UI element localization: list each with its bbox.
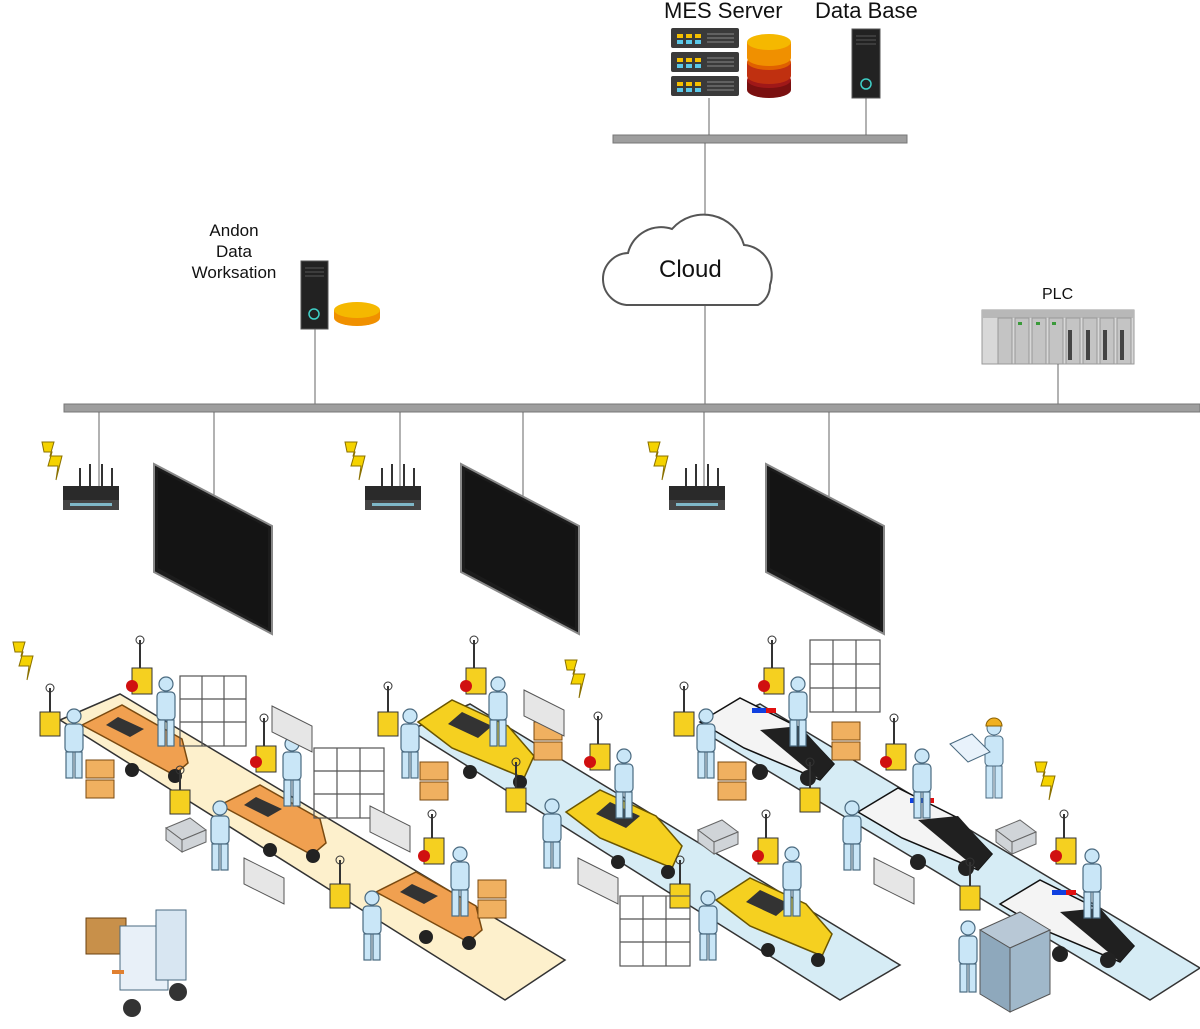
lightning-icon bbox=[41, 441, 63, 481]
andon-label-line-3: Worksation bbox=[191, 263, 277, 282]
andon-call-box-icon bbox=[880, 713, 907, 771]
parts-box-icon bbox=[717, 761, 747, 781]
wire-rack-icon bbox=[179, 675, 247, 747]
parts-carts bbox=[85, 721, 861, 919]
worker-icon bbox=[1082, 848, 1102, 919]
andon-call-box-icon bbox=[39, 683, 61, 737]
workbenches bbox=[243, 689, 915, 905]
supervisor-icon bbox=[949, 717, 1004, 799]
wireless-router-icon bbox=[63, 464, 119, 510]
worker-icon bbox=[542, 798, 562, 869]
database-server-icon bbox=[851, 28, 881, 99]
workers bbox=[64, 676, 1102, 993]
police-car bbox=[856, 787, 994, 876]
orange-car bbox=[218, 784, 327, 863]
worker-icon bbox=[958, 920, 978, 993]
worker-icon bbox=[362, 890, 382, 961]
andon-call-boxes bbox=[39, 635, 1077, 911]
forklift-icon bbox=[85, 909, 187, 1017]
parts-bins bbox=[165, 817, 1037, 855]
worker-icon bbox=[788, 676, 808, 747]
andon-call-box-icon bbox=[329, 855, 351, 909]
lightning-icon bbox=[12, 641, 34, 681]
workbench-icon bbox=[369, 805, 411, 853]
bus-drops bbox=[98, 412, 830, 508]
worker-icon bbox=[210, 800, 230, 871]
workbench-icon bbox=[577, 857, 619, 905]
andon-call-box-icon bbox=[752, 809, 779, 865]
andon-call-box-icon bbox=[673, 681, 695, 737]
wireless-router-icon bbox=[365, 464, 421, 510]
andon-call-box-icon bbox=[169, 765, 191, 815]
parts-box-icon bbox=[85, 759, 115, 779]
shelving-racks bbox=[179, 639, 881, 967]
worker-icon bbox=[488, 676, 508, 747]
andon-call-box-icon bbox=[377, 681, 399, 737]
plc-icon bbox=[981, 309, 1135, 365]
worker-icon bbox=[842, 800, 862, 871]
top-network-bus bbox=[612, 134, 908, 144]
andon-call-box-icon bbox=[418, 809, 445, 865]
worker-icon bbox=[696, 708, 716, 779]
orange-car bbox=[374, 871, 483, 950]
workbench-icon bbox=[271, 705, 313, 753]
police-car bbox=[998, 879, 1136, 968]
andon-label-line-2: Data bbox=[216, 242, 252, 261]
workbench-icon bbox=[523, 689, 565, 737]
lightning-icon bbox=[647, 441, 669, 481]
plant-network-bus bbox=[63, 403, 1200, 413]
workbench-icon bbox=[873, 857, 915, 905]
worker-icon bbox=[450, 846, 470, 917]
mes-server-icon bbox=[671, 28, 739, 96]
andon-display-screen bbox=[765, 462, 885, 636]
database-stack-icon bbox=[747, 34, 791, 98]
andon-call-box-icon bbox=[250, 713, 277, 773]
worker-icon bbox=[698, 890, 718, 961]
wireless-router-icon bbox=[669, 464, 725, 510]
andon-workstation-label: Andon Data Worksation bbox=[178, 220, 290, 283]
server-cabinet-icon bbox=[978, 911, 1052, 1013]
plc-label: PLC bbox=[1042, 286, 1074, 303]
worker-icon bbox=[614, 748, 634, 819]
parts-box-icon bbox=[831, 721, 861, 741]
worker-icon bbox=[156, 676, 176, 747]
lightning-icon bbox=[1034, 761, 1056, 801]
lightning-icon bbox=[344, 441, 366, 481]
worker-icon bbox=[400, 708, 420, 779]
database-label: Data Base bbox=[815, 0, 918, 23]
mes-server-label: MES Server bbox=[664, 0, 783, 23]
andon-workstation-icon bbox=[300, 260, 329, 330]
andon-call-box-icon bbox=[126, 635, 153, 695]
wire-rack-icon bbox=[809, 639, 881, 713]
lightning-icon bbox=[564, 659, 586, 699]
worker-icon bbox=[282, 736, 302, 807]
andon-call-box-icon bbox=[584, 711, 611, 771]
andon-label-line-1: Andon bbox=[209, 221, 259, 240]
worker-icon bbox=[64, 708, 84, 779]
andon-display-screen bbox=[153, 462, 273, 636]
worker-icon bbox=[912, 748, 932, 819]
andon-call-box-icon bbox=[460, 635, 487, 695]
andon-call-box-icon bbox=[959, 857, 981, 911]
police-car bbox=[698, 697, 836, 786]
andon-database-icon bbox=[334, 302, 380, 326]
parts-box-icon bbox=[419, 761, 449, 781]
cloud-icon bbox=[602, 213, 773, 307]
andon-display-screen bbox=[460, 462, 580, 636]
andon-call-box-icon bbox=[799, 757, 821, 813]
parts-box-icon bbox=[477, 879, 507, 899]
wire-rack-icon bbox=[313, 747, 385, 819]
workbench-icon bbox=[243, 857, 285, 905]
andon-call-box-icon bbox=[758, 635, 785, 695]
andon-call-box-icon bbox=[505, 757, 527, 813]
cloud-label: Cloud bbox=[659, 256, 722, 283]
andon-call-box-icon bbox=[1050, 809, 1077, 865]
orange-car bbox=[80, 704, 189, 783]
wire-rack-icon bbox=[619, 895, 691, 967]
worker-icon bbox=[782, 846, 802, 917]
yellow-taxi-car bbox=[714, 877, 833, 967]
